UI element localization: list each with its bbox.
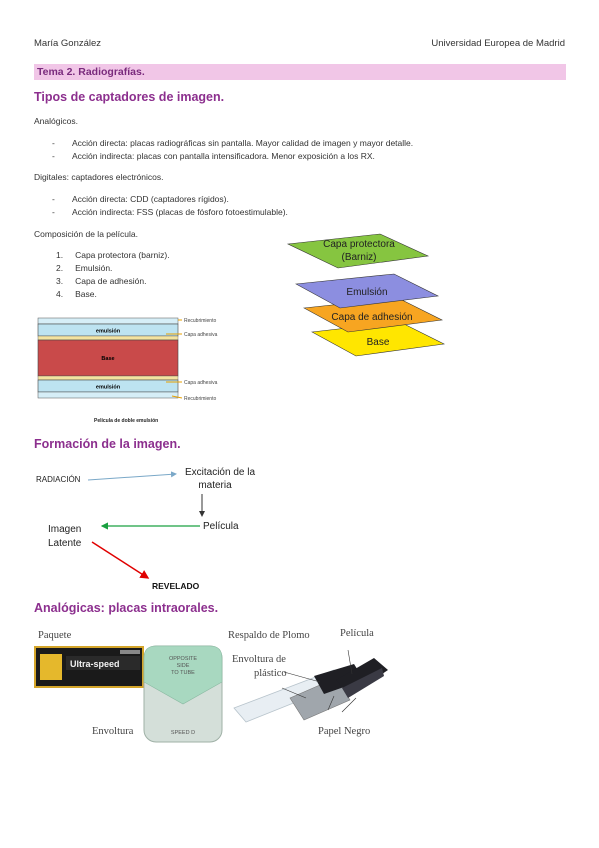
label-capa-adhesiva-top: Capa adhesiva xyxy=(184,332,218,338)
header-university: Universidad Europea de Madrid xyxy=(431,38,565,49)
layer-capa-protectora xyxy=(286,233,430,269)
label-recubrimiento-bottom: Recubrimiento xyxy=(184,396,216,402)
layer-label-adhesion: Capa de adhesión xyxy=(331,312,412,323)
topic-banner: Tema 2. Radiografías. xyxy=(34,64,566,80)
pelicula-photo-label: Película xyxy=(340,628,374,639)
excitacion-label-1: Excitación de la xyxy=(185,467,255,478)
papel-negro-label: Papel Negro xyxy=(318,726,371,737)
emulsion-bottom-label: emulsión xyxy=(96,385,121,391)
image-formation-diagram: RADIACIÓN Excitación de la materia Pelíc… xyxy=(36,467,255,591)
list-item: 3.Capa de adhesión. xyxy=(56,276,147,286)
composition-label: Composición de la película. xyxy=(34,229,138,239)
section-heading-tipos: Tipos de captadores de imagen. xyxy=(34,90,225,104)
topic-title: Tema 2. Radiografías. xyxy=(37,66,145,78)
revelado-label: REVELADO xyxy=(152,581,200,591)
analog-label: Analógicos. xyxy=(34,116,78,126)
film-components-image xyxy=(233,649,388,723)
respaldo-label: Respaldo de Plomo xyxy=(228,630,310,641)
packet-speed: SPEED D xyxy=(171,730,195,736)
film-layers-diagram: Capa protectora (Barniz) Emulsión Capa d… xyxy=(286,233,446,357)
layer-label-capa-protectora: Capa protectora xyxy=(323,239,395,250)
envoltura-label: Envoltura xyxy=(92,726,134,737)
list-item: -Acción directa: placas radiográficas si… xyxy=(52,138,414,148)
layer-emulsion xyxy=(295,273,440,309)
packet-text-1: OPPOSITE xyxy=(169,656,197,662)
list-item: -Acción indirecta: placas con pantalla i… xyxy=(52,151,375,161)
film-envelope-image: OPPOSITE SIDE TO TUBE SPEED D xyxy=(143,645,223,743)
list-item: -Acción directa: CDD (captadores rígidos… xyxy=(52,194,229,204)
digital-label: Digitales: captadores electrónicos. xyxy=(34,172,164,182)
list-item: 1.Capa protectora (barniz). xyxy=(56,250,170,260)
emulsion-top-label: emulsión xyxy=(96,329,121,335)
label-recubrimiento-top: Recubrimiento xyxy=(184,318,216,324)
layer-label-barniz: (Barniz) xyxy=(341,252,376,263)
base-layer xyxy=(37,339,179,377)
pelicula-label: Película xyxy=(203,521,239,532)
arrow-revelado xyxy=(91,541,150,579)
base-label: Base xyxy=(101,356,114,362)
radiacion-label: RADIACIÓN xyxy=(36,475,81,484)
film-diagram-caption: Película de doble emulsión xyxy=(94,418,158,424)
film-package-image: Ultra-speed xyxy=(34,646,144,688)
envoltura-plastico-label-1: Envoltura de xyxy=(232,654,286,665)
envoltura-plastico-label-2: plástico xyxy=(254,668,287,679)
imagen-label-1: Imagen xyxy=(48,524,81,535)
label-capa-adhesiva-bottom: Capa adhesiva xyxy=(184,380,218,386)
packet-text-2: SIDE xyxy=(177,663,190,669)
section-heading-intraorales: Analógicas: placas intraorales. xyxy=(34,601,219,615)
film-cross-section-diagram: emulsión Base emulsión Recubrimiento Cap… xyxy=(37,317,218,424)
excitacion-label-2: materia xyxy=(198,480,232,491)
packet-text-3: TO TUBE xyxy=(171,670,195,676)
paquete-label: Paquete xyxy=(38,630,72,641)
list-item: -Acción indirecta: FSS (placas de fósfor… xyxy=(52,207,288,217)
package-brand: Ultra-speed xyxy=(70,659,120,669)
layer-label-emulsion: Emulsión xyxy=(346,287,387,298)
layer-label-base: Base xyxy=(367,337,390,348)
header-author: María González xyxy=(34,38,102,49)
list-item: 2.Emulsión. xyxy=(56,263,113,273)
section-heading-formacion: Formación de la imagen. xyxy=(34,437,181,451)
arrow-radiacion xyxy=(87,471,177,481)
imagen-label-2: Latente xyxy=(48,538,82,549)
list-item: 4.Base. xyxy=(56,289,97,299)
